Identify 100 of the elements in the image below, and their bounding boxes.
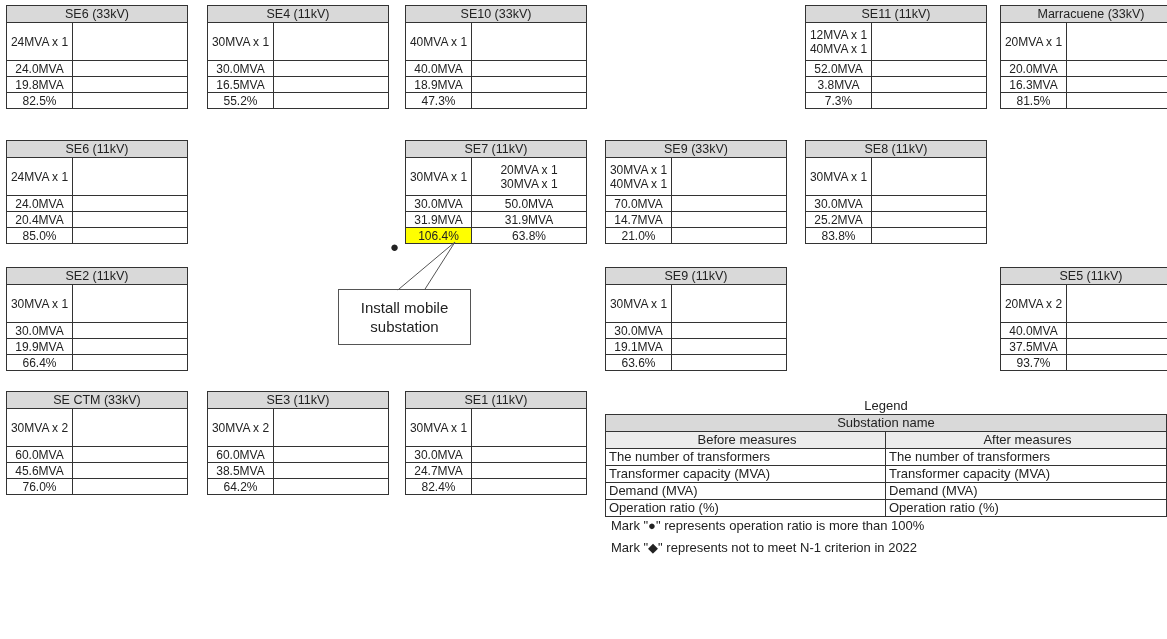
substation-table	[605, 267, 787, 371]
substation-name: SE6 (11kV)	[7, 141, 187, 158]
capacity-value: 52.0MVA	[814, 61, 863, 76]
substation-name: SE8 (11kV)	[806, 141, 986, 158]
substation-table	[207, 5, 389, 109]
substation-name: SE CTM (33kV)	[7, 392, 187, 409]
substation-name: SE4 (11kV)	[208, 6, 388, 23]
substation-table	[405, 140, 587, 244]
substation-name: SE7 (11kV)	[406, 141, 586, 158]
transformer-count: 30MVA x 1	[10, 296, 69, 311]
demand-value: 20.4MVA	[15, 212, 64, 227]
legend-table	[605, 398, 1167, 517]
capacity-value: 30.0MVA	[414, 196, 463, 211]
capacity-value: 20.0MVA	[1009, 61, 1058, 76]
capacity-value: 60.0MVA	[216, 447, 265, 462]
ratio-value: 63.6%	[621, 355, 656, 370]
substation-table	[207, 391, 389, 495]
transformer-count: 30MVA x 1	[211, 34, 270, 49]
transformer-count: 20MVA x 1	[1004, 34, 1063, 49]
ratio-value: 55.2%	[223, 93, 258, 108]
legend-entry: The number of transformers	[888, 449, 1052, 465]
capacity-value: 70.0MVA	[614, 196, 663, 211]
ratio-value: 47.3%	[421, 93, 456, 108]
transformer-count: 30MVA x 1	[809, 169, 868, 184]
capacity-value: 30.0MVA	[15, 323, 64, 338]
substation-table	[405, 5, 587, 109]
capacity-value: 40.0MVA	[414, 61, 463, 76]
callout-pointer	[397, 241, 456, 291]
substation-table	[805, 5, 987, 109]
substation-table	[1000, 5, 1167, 109]
overload-mark: ●	[390, 239, 400, 254]
substation-name: SE2 (11kV)	[7, 268, 187, 285]
substation-table	[405, 391, 587, 495]
ratio-value: 83.8%	[821, 228, 856, 243]
demand-value: 31.9MVA	[504, 212, 554, 227]
substation-table	[6, 267, 188, 371]
capacity-value: 60.0MVA	[15, 447, 64, 462]
demand-value: 19.1MVA	[614, 339, 663, 354]
substation-table	[6, 5, 188, 109]
legend-header: Substation name	[606, 415, 1166, 431]
substation-name: SE6 (33kV)	[7, 6, 187, 23]
demand-value: 18.9MVA	[414, 77, 463, 92]
substation-name: SE1 (11kV)	[406, 392, 586, 409]
demand-value: 19.8MVA	[15, 77, 64, 92]
demand-value: 38.5MVA	[216, 463, 265, 478]
demand-value: 16.5MVA	[216, 77, 265, 92]
demand-value: 3.8MVA	[817, 77, 860, 92]
substation-table	[1000, 267, 1167, 371]
transformer-count: 24MVA x 1	[10, 169, 69, 184]
demand-value: 16.3MVA	[1009, 77, 1058, 92]
capacity-value: 24.0MVA	[15, 61, 64, 76]
legend-entry: Demand (MVA)	[888, 483, 979, 499]
legend-entry: Operation ratio (%)	[888, 500, 1000, 516]
ratio-value: 21.0%	[621, 228, 656, 243]
demand-value: 19.9MVA	[15, 339, 64, 354]
ratio-value: 85.0%	[22, 228, 57, 243]
capacity-value: 50.0MVA	[504, 196, 554, 211]
transformer-count: 12MVA x 1 40MVA x 1	[808, 27, 869, 56]
substation-table	[605, 140, 787, 244]
demand-value: 37.5MVA	[1009, 339, 1058, 354]
demand-value: 24.7MVA	[414, 463, 463, 478]
substation-name: SE3 (11kV)	[208, 392, 388, 409]
legend-entry: Demand (MVA)	[606, 483, 886, 499]
ratio-value: 7.3%	[824, 93, 853, 108]
ratio-value: 66.4%	[22, 355, 57, 370]
legend-note: Mark "◆" represents not to meet N-1 criterion in 2022	[611, 540, 918, 555]
demand-value: 31.9MVA	[414, 212, 463, 227]
substation-table	[805, 140, 987, 244]
capacity-value: 30.0MVA	[814, 196, 863, 211]
legend-entry: The number of transformers	[606, 449, 886, 465]
legend-entry: Transformer capacity (MVA)	[606, 466, 886, 482]
transformer-count: 20MVA x 2	[1004, 296, 1063, 311]
ratio-value: 82.5%	[22, 93, 57, 108]
ratio-value: 63.8%	[512, 228, 546, 243]
ratio-value: 93.7%	[1016, 355, 1051, 370]
demand-value: 14.7MVA	[614, 212, 663, 227]
legend-entry: Operation ratio (%)	[606, 500, 886, 516]
substation-name: SE10 (33kV)	[406, 6, 586, 23]
transformer-count: 30MVA x 2	[10, 420, 69, 435]
ratio-value: 64.2%	[223, 479, 258, 494]
transformer-count: 30MVA x 1	[409, 169, 468, 184]
callout-text: Install mobile substation	[359, 298, 450, 336]
substation-name: SE9 (33kV)	[606, 141, 786, 158]
transformer-count: 30MVA x 2	[211, 420, 270, 435]
transformer-count: 40MVA x 1	[409, 34, 468, 49]
column-header: After measures	[886, 432, 1166, 448]
substation-table	[6, 391, 188, 495]
ratio-value: 81.5%	[1016, 93, 1051, 108]
substation-table	[6, 140, 188, 244]
transformer-count: 30MVA x 1	[609, 296, 668, 311]
callout-box	[338, 289, 471, 345]
substation-name: Marracuene (33kV)	[1001, 6, 1167, 23]
transformer-count: 30MVA x 1	[409, 420, 468, 435]
capacity-value: 24.0MVA	[15, 196, 64, 211]
substation-name: SE11 (11kV)	[806, 6, 986, 23]
ratio-value: 76.0%	[22, 479, 57, 494]
capacity-value: 40.0MVA	[1009, 323, 1058, 338]
column-header: Before measures	[606, 432, 886, 448]
transformer-count: 30MVA x 1 40MVA x 1	[608, 162, 669, 191]
demand-value: 25.2MVA	[814, 212, 863, 227]
